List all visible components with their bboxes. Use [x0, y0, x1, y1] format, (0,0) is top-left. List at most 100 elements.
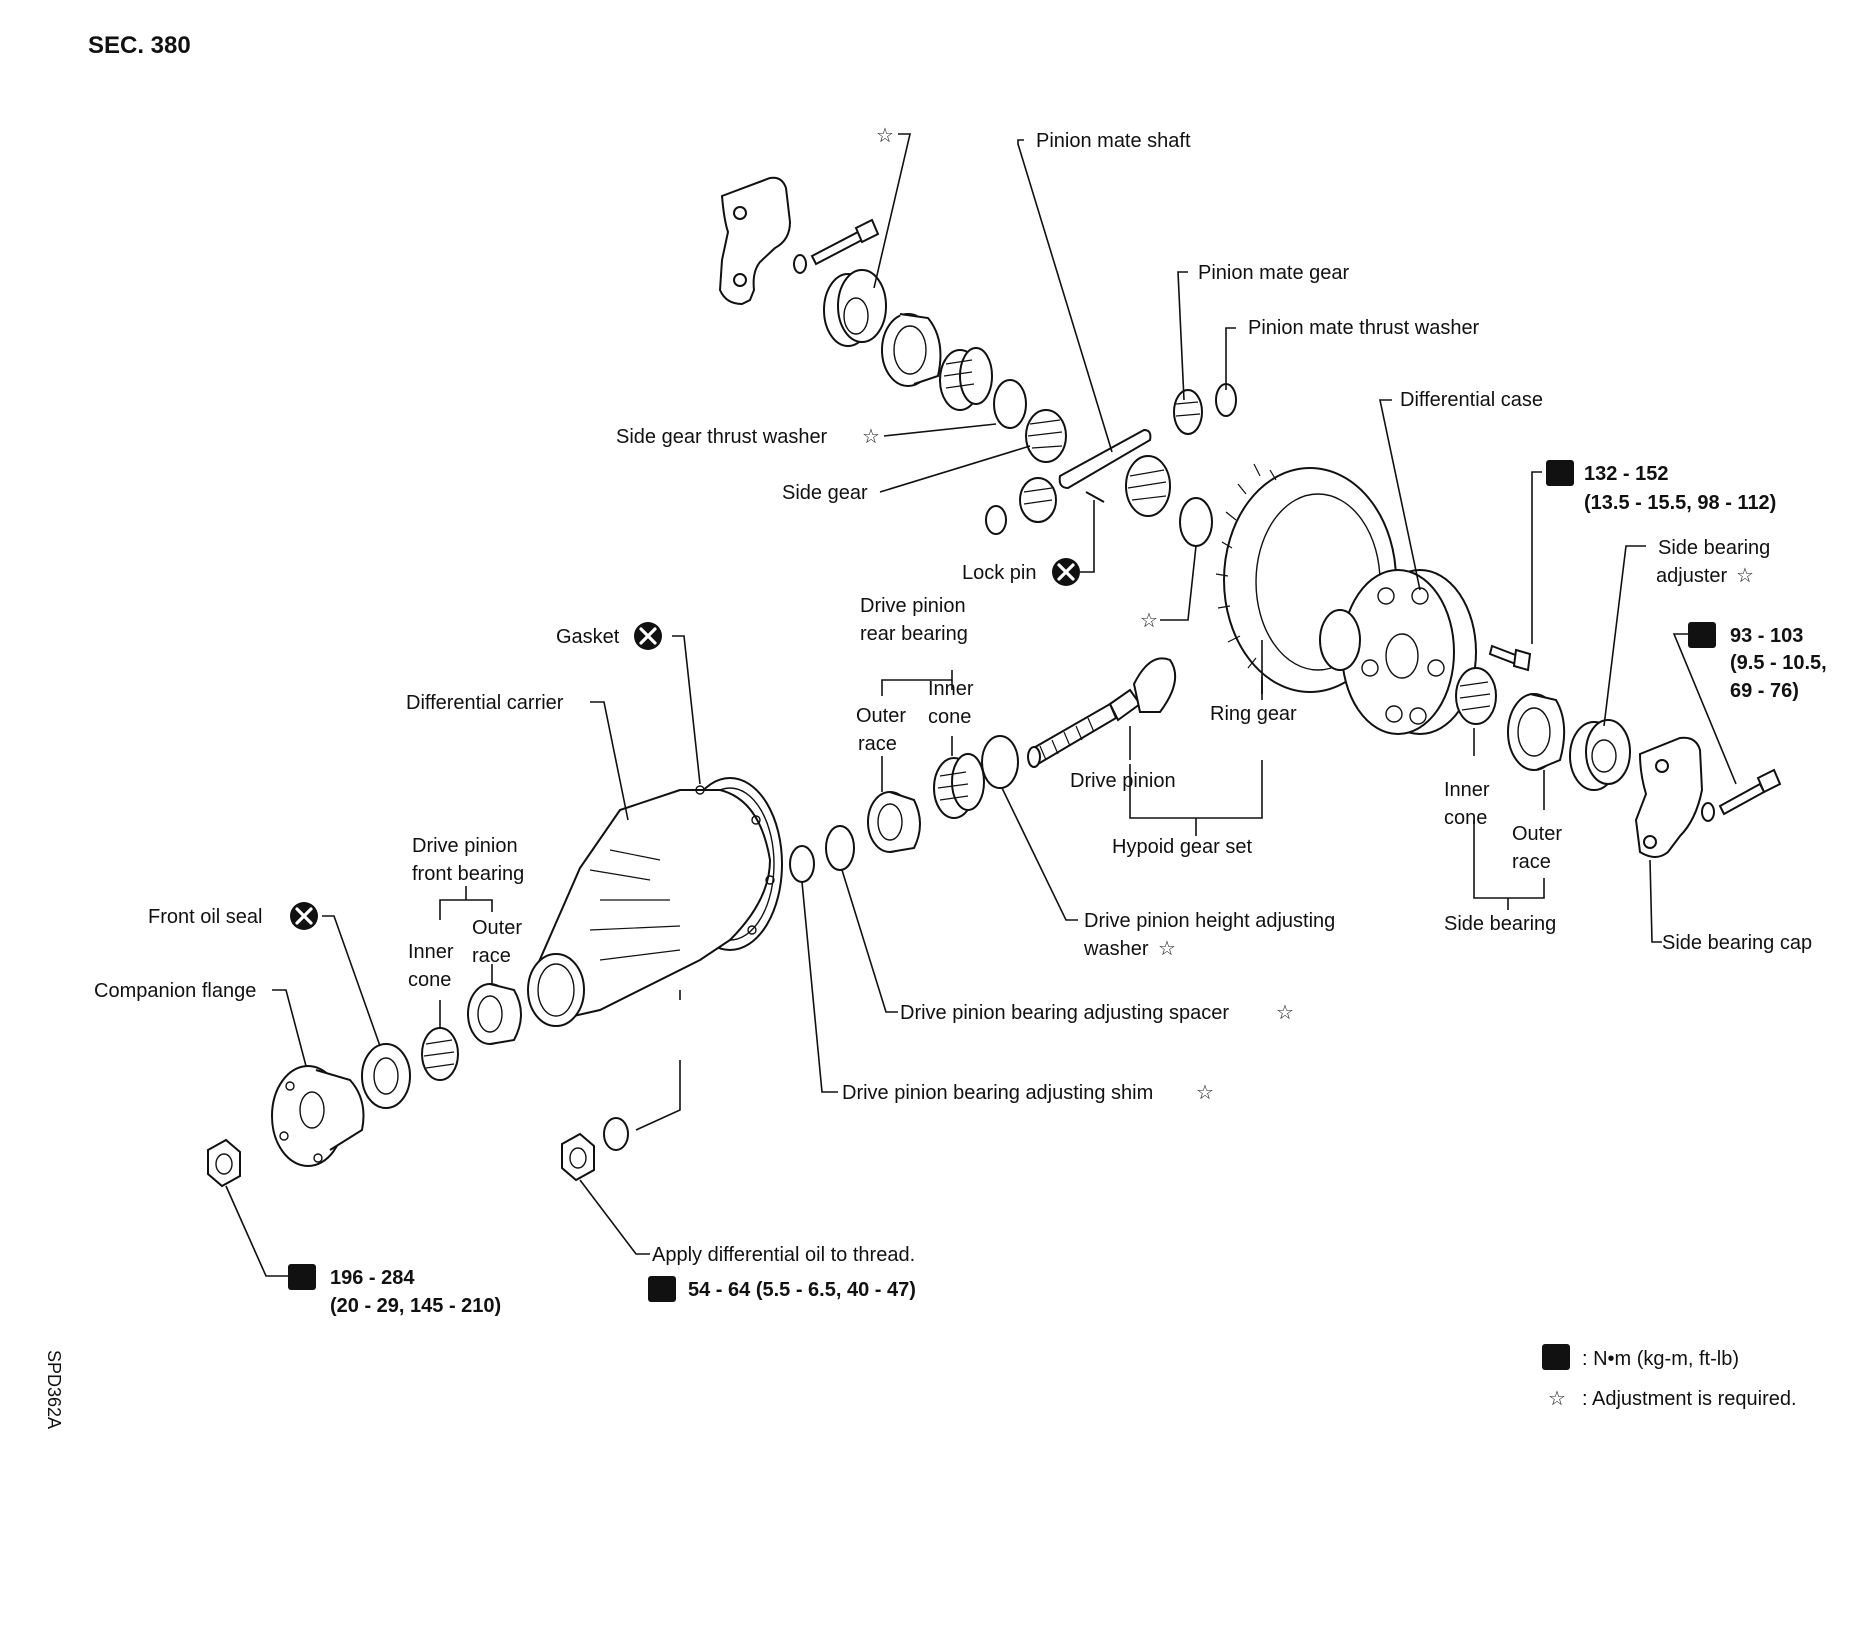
- rear-bearing-inner-cone: [933, 753, 985, 819]
- torque-value-93: 93 - 103: [1730, 625, 1803, 647]
- torque-detail-196: (20 - 29, 145 - 210): [330, 1295, 501, 1317]
- label-side-outer-race-line1: Outer: [1512, 823, 1562, 845]
- label-drive-pinion-rear-bearing-line2: rear bearing: [860, 623, 968, 645]
- pinion-mate-gear-upper: [1173, 389, 1203, 435]
- carrier-nut: [561, 1132, 595, 1182]
- differential-case-part: [1319, 569, 1477, 735]
- side-bearing-adjuster-left: [823, 269, 887, 347]
- label-rear-outer-race-line2: race: [858, 733, 897, 755]
- side-bearing-cap-right: [1634, 736, 1704, 858]
- label-front-oil-seal: Front oil seal: [148, 906, 263, 928]
- label-side-bearing-adjuster-line2: adjuster: [1656, 565, 1727, 587]
- label-front-inner-cone-line1: Inner: [408, 941, 454, 963]
- label-side-bearing-cap: Side bearing cap: [1662, 932, 1812, 954]
- pinion-mate-thrust-washer-lower: [985, 505, 1007, 535]
- label-front-inner-cone-line2: cone: [408, 969, 451, 991]
- label-side-gear-thrust-washer: Side gear thrust washer: [616, 426, 828, 448]
- label-drive-pinion: Drive pinion: [1070, 770, 1176, 792]
- label-gasket: Gasket: [556, 626, 620, 648]
- lock-pin-part: [1085, 491, 1105, 503]
- side-bearing-adjuster-right: [1569, 719, 1631, 791]
- torque-value-54: 54 - 64 (5.5 - 6.5, 40 - 47): [688, 1279, 916, 1301]
- torque-detail-93-line1: (9.5 - 10.5,: [1730, 652, 1827, 674]
- companion-flange-part: [271, 1065, 365, 1167]
- label-drive-pinion-front-bearing-line2: front bearing: [412, 863, 524, 885]
- figure-code: SPD362A: [44, 1350, 64, 1429]
- legend-star-mark: ☆: [1548, 1388, 1566, 1410]
- torque-value-132: 132 - 152: [1584, 463, 1669, 485]
- label-side-bearing-adjuster-line1: Side bearing: [1658, 537, 1770, 559]
- label-differential-case: Differential case: [1400, 389, 1543, 411]
- adjusting-spacer-part: [825, 825, 855, 871]
- label-adjusting-shim: Drive pinion bearing adjusting shim: [842, 1082, 1153, 1104]
- star-mark-side-gear-washer: ☆: [1140, 610, 1158, 632]
- height-adjusting-washer-part: [981, 735, 1019, 789]
- star-mark-height-washer: ☆: [1158, 938, 1176, 960]
- carrier-washer: [603, 1117, 629, 1151]
- star-mark-top: ☆: [876, 125, 894, 147]
- lock-pin-discard-icon: [1052, 558, 1080, 586]
- side-gear-right: [1125, 455, 1171, 517]
- side-gear-left: [1025, 409, 1067, 463]
- star-mark-adjusting-spacer: ☆: [1276, 1002, 1294, 1024]
- label-differential-carrier: Differential carrier: [406, 692, 564, 714]
- front-oil-seal-part: [361, 1043, 411, 1109]
- label-adjusting-spacer: Drive pinion bearing adjusting spacer: [900, 1002, 1229, 1024]
- label-rear-outer-race-line1: Outer: [856, 705, 906, 727]
- torque-value-196: 196 - 284: [330, 1267, 415, 1289]
- label-height-washer-line1: Drive pinion height adjusting: [1084, 910, 1335, 932]
- side-gear-thrust-washer-right: [1179, 497, 1213, 547]
- label-rear-inner-cone-line1: Inner: [928, 678, 974, 700]
- label-side-inner-cone-line1: Inner: [1444, 779, 1490, 801]
- label-front-outer-race-line2: race: [472, 945, 511, 967]
- label-side-bearing: Side bearing: [1444, 913, 1556, 935]
- front-bearing-inner-cone: [421, 1027, 459, 1081]
- label-drive-pinion-rear-bearing-line1: Drive pinion: [860, 595, 966, 617]
- label-side-inner-cone-line2: cone: [1444, 807, 1487, 829]
- side-bearing-inner-cone-right: [1455, 667, 1497, 725]
- gasket-discard-icon: [634, 622, 662, 650]
- label-pinion-mate-thrust-washer: Pinion mate thrust washer: [1248, 317, 1480, 339]
- label-height-washer-line2: washer: [1083, 938, 1149, 960]
- torque-icon-93: [1688, 622, 1716, 648]
- differential-carrier-part: [527, 777, 783, 1027]
- leader-lines: [225, 133, 1737, 1277]
- label-side-gear: Side gear: [782, 482, 868, 504]
- side-bearing-cap-bolt-left: [793, 218, 880, 274]
- label-hypoid-gear-set: Hypoid gear set: [1112, 836, 1253, 858]
- label-front-outer-race-line1: Outer: [472, 917, 522, 939]
- legend: : N•m (kg-m, ft-lb) ☆ : Adjustment is re…: [1542, 1344, 1797, 1410]
- label-pinion-mate-shaft: Pinion mate shaft: [1036, 130, 1191, 152]
- side-bearing-cap-left: [718, 176, 792, 306]
- label-lock-pin: Lock pin: [962, 562, 1037, 584]
- side-bearing-inner-cone-left: [939, 347, 993, 411]
- torque-icon-132: [1546, 460, 1574, 486]
- legend-torque-icon: [1542, 1344, 1570, 1370]
- label-pinion-mate-gear: Pinion mate gear: [1198, 262, 1350, 284]
- label-drive-pinion-front-bearing-line1: Drive pinion: [412, 835, 518, 857]
- adjusting-shim-part: [789, 845, 815, 883]
- pinion-mate-shaft: [1058, 428, 1152, 490]
- label-companion-flange: Companion flange: [94, 980, 256, 1002]
- drive-pinion-part: [1027, 657, 1177, 768]
- side-bearing-outer-race-left: [881, 313, 942, 387]
- star-mark-side-gear-thrust-washer: ☆: [862, 426, 880, 448]
- label-rear-inner-cone-line2: cone: [928, 706, 971, 728]
- ring-gear-bolt: [1488, 644, 1532, 672]
- section-title: SEC. 380: [88, 32, 191, 59]
- rear-bearing-outer-race: [867, 791, 921, 853]
- side-bearing-outer-race-right: [1507, 693, 1566, 771]
- label-ring-gear: Ring gear: [1210, 703, 1297, 725]
- torque-icon-54: [648, 1276, 676, 1302]
- label-side-outer-race-line2: race: [1512, 851, 1551, 873]
- legend-adjustment: : Adjustment is required.: [1582, 1388, 1797, 1410]
- companion-flange-nut: [207, 1138, 241, 1188]
- torque-icon-196: [288, 1264, 316, 1290]
- side-gear-thrust-washer-left: [993, 379, 1027, 429]
- pinion-mate-gear-lower: [1019, 477, 1057, 523]
- torque-detail-93-line2: 69 - 76): [1730, 680, 1799, 702]
- front-bearing-outer-race: [467, 983, 522, 1045]
- label-apply-oil: Apply differential oil to thread.: [652, 1244, 915, 1266]
- torque-detail-132: (13.5 - 15.5, 98 - 112): [1584, 492, 1776, 514]
